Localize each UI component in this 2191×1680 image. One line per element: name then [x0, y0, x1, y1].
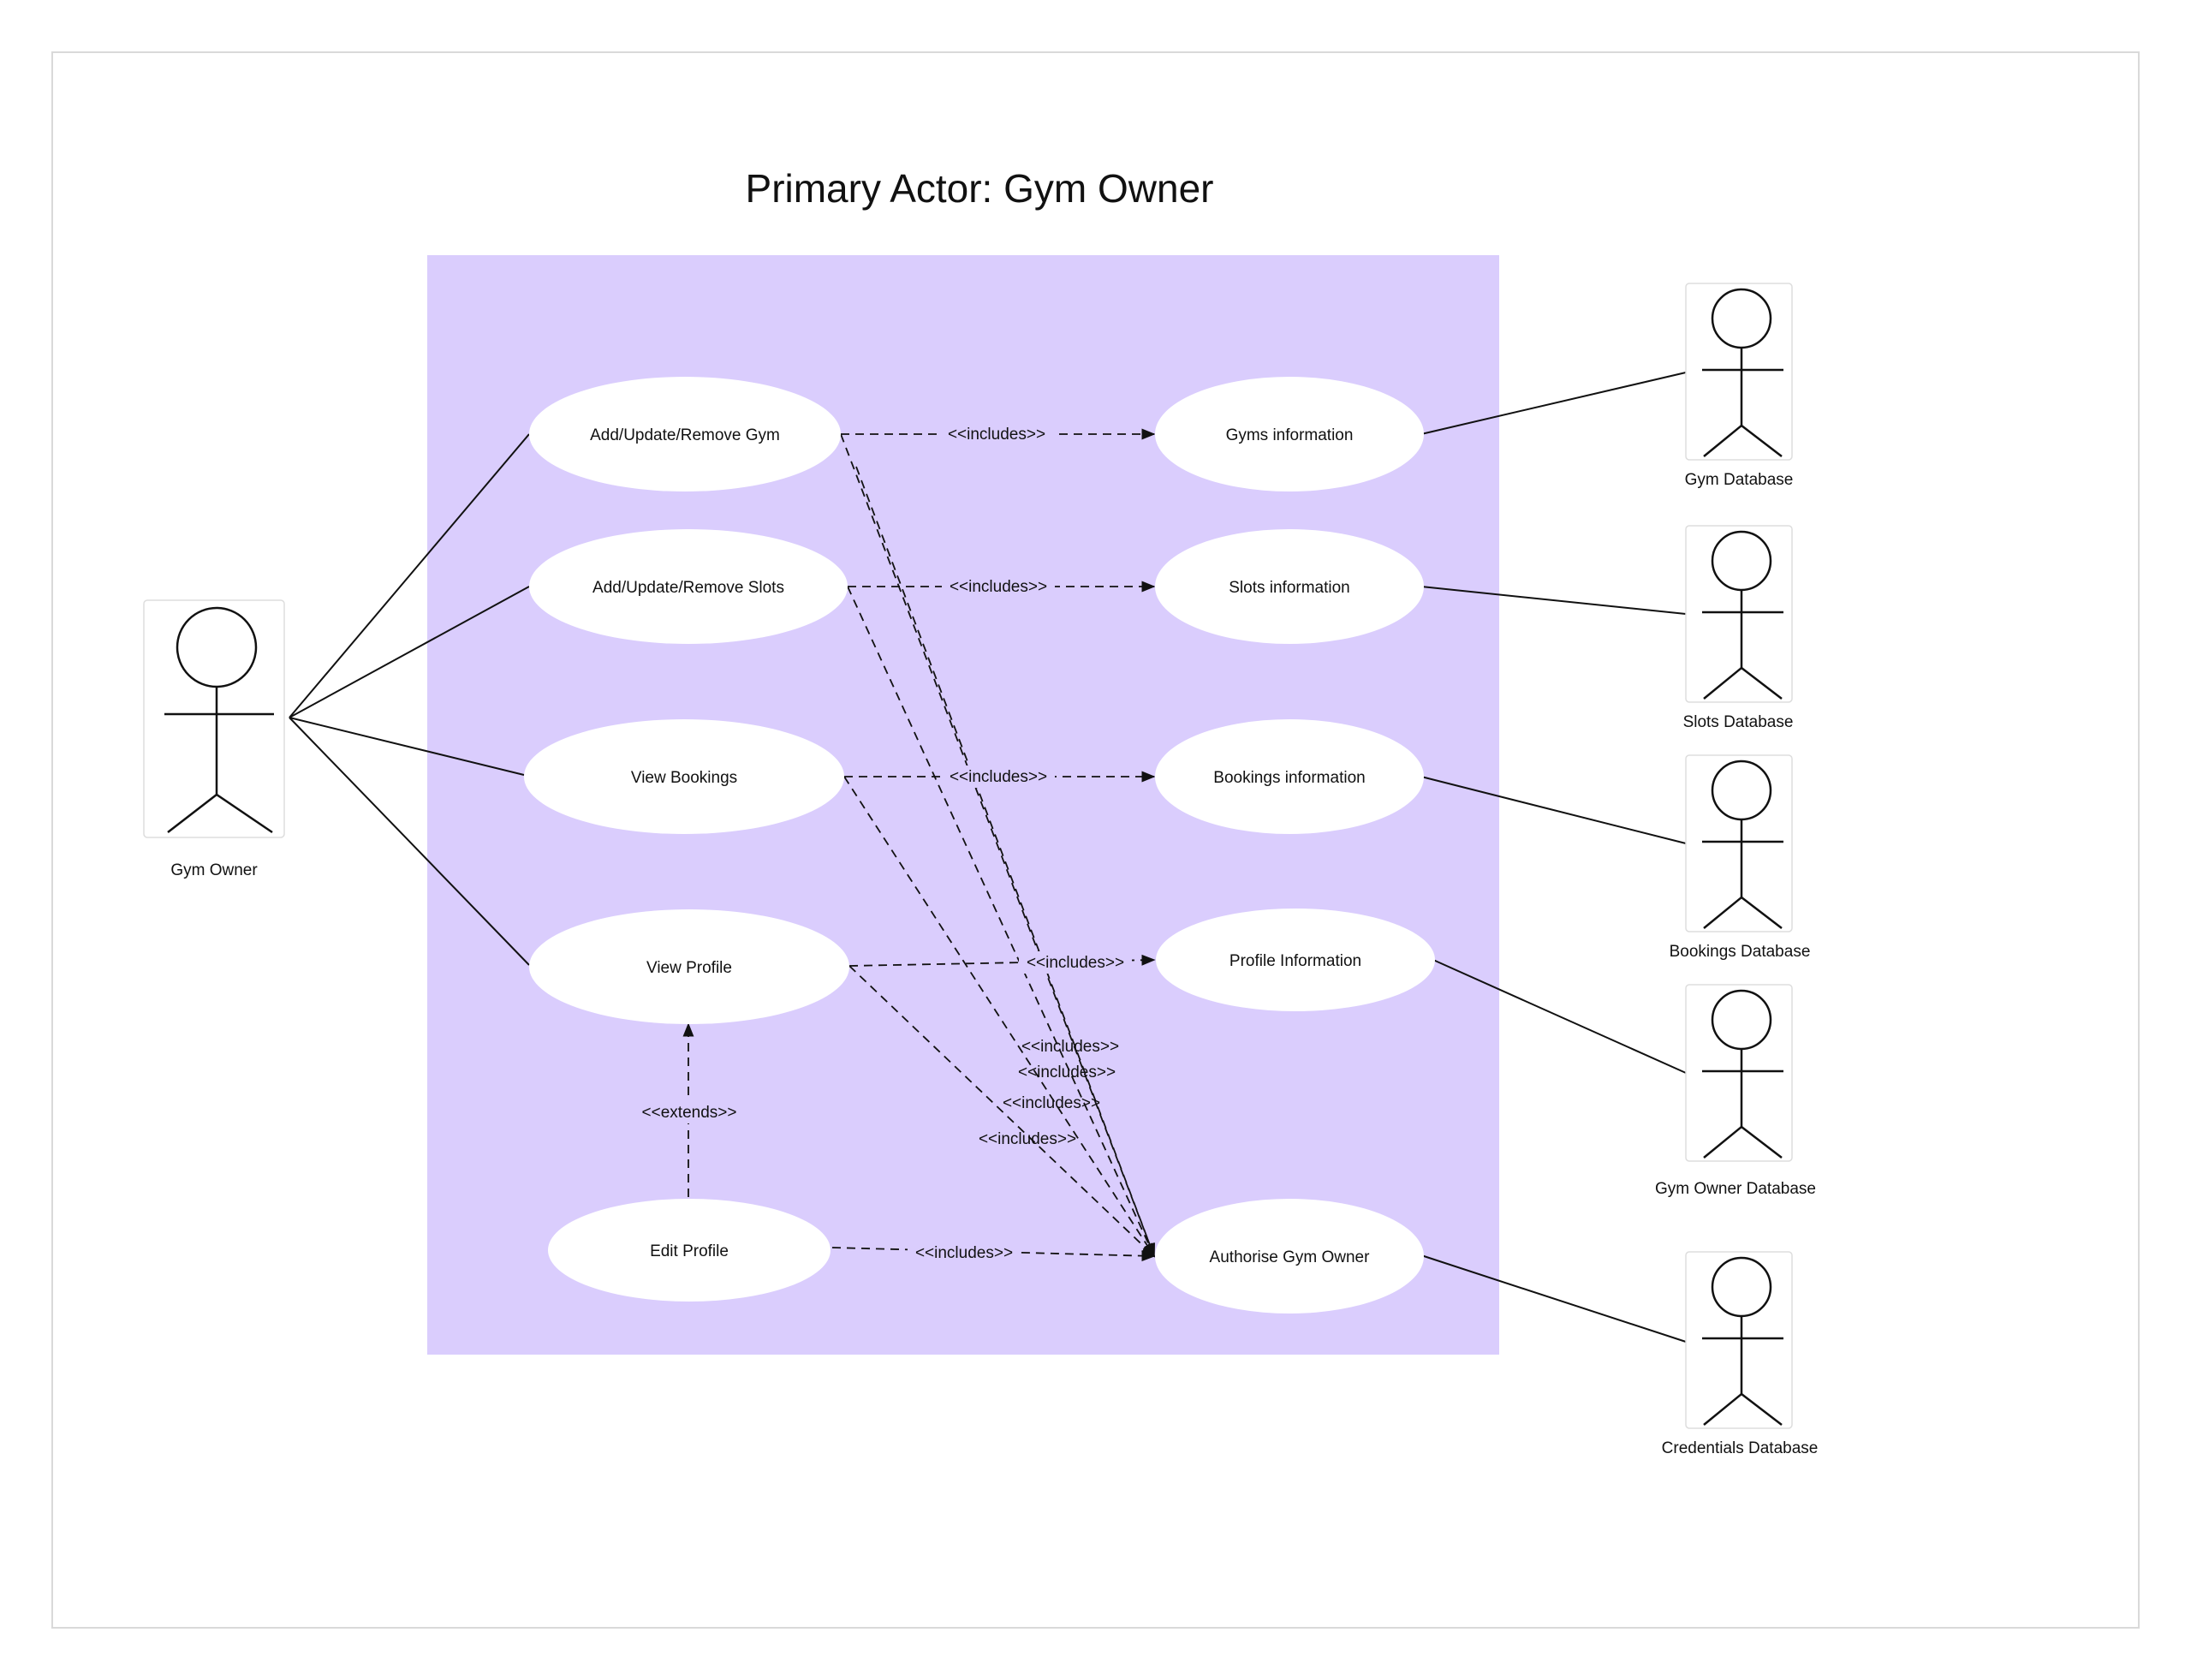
include-view-bookings-authorise [843, 776, 1155, 1258]
use-case-profile-information[interactable]: Profile Information [1156, 909, 1435, 1011]
assoc-profile-info-db [1432, 959, 1687, 1074]
use-case-authorise-gym-owner[interactable]: Authorise Gym Owner [1155, 1199, 1424, 1314]
stick-figure-icon [1702, 989, 1783, 1159]
actor-label: Slots Database [1683, 713, 1794, 731]
use-case-view-bookings[interactable]: View Bookings [524, 719, 844, 834]
include-label: <<includes>> [948, 426, 1045, 444]
use-case-label: Add/Update/Remove Gym [590, 426, 780, 444]
use-case-add-gym[interactable]: Add/Update/Remove Gym [529, 377, 841, 491]
include-label: <<includes>> [979, 1130, 1076, 1148]
use-case-slots-information[interactable]: Slots information [1155, 529, 1424, 644]
include-relations [682, 428, 1156, 1262]
include-view-profile-authorise [848, 965, 1156, 1258]
use-case-label: Edit Profile [650, 1242, 729, 1260]
actor-gym-owner-database[interactable]: Gym Owner Database [1655, 984, 1816, 1198]
use-case-edit-profile[interactable]: Edit Profile [548, 1199, 831, 1302]
assoc-owner-add-slots [289, 586, 530, 718]
include-label: <<includes>> [950, 578, 1047, 596]
use-case-view-profile[interactable]: View Profile [529, 909, 849, 1024]
include-label: <<includes>> [950, 768, 1047, 786]
relation-labels: <<includes>> <<includes>> <<includes>> <… [637, 423, 1132, 1264]
use-case-add-slots[interactable]: Add/Update/Remove Slots [529, 529, 848, 644]
actor-gym-owner[interactable]: Gym Owner [143, 599, 285, 879]
assoc-slots-info-db [1420, 586, 1687, 615]
stick-figure-icon [1702, 1256, 1783, 1426]
actor-label: Gym Database [1685, 471, 1794, 489]
actor-gym-database[interactable]: Gym Database [1685, 283, 1794, 489]
actor-label: Credentials Database [1662, 1439, 1819, 1457]
use-case-label: Add/Update/Remove Slots [592, 579, 784, 597]
include-add-gym-authorise-a [840, 433, 1155, 1258]
use-case-label: Profile Information [1229, 952, 1361, 970]
use-case-label: Gyms information [1226, 426, 1354, 444]
include-label: <<includes>> [1003, 1094, 1100, 1112]
use-case-label: View Bookings [631, 769, 737, 787]
use-case-label: Slots information [1229, 579, 1350, 597]
assoc-owner-add-gym [289, 433, 530, 718]
assoc-owner-view-bookings [289, 717, 525, 776]
include-add-slots-authorise [847, 586, 1155, 1258]
diagram-title: Primary Actor: Gym Owner [746, 166, 1214, 211]
actor-label: Gym Owner Database [1655, 1180, 1816, 1198]
actor-bookings-database[interactable]: Bookings Database [1670, 754, 1811, 961]
assoc-owner-view-profile [289, 717, 530, 966]
use-case-label: Bookings information [1213, 769, 1365, 787]
stick-figure-icon [1702, 760, 1783, 929]
stick-figure-icon [164, 606, 274, 834]
include-label: <<includes>> [915, 1244, 1013, 1262]
actor-label: Bookings Database [1670, 943, 1811, 961]
use-case-label: View Profile [646, 959, 732, 977]
stick-figure-icon [1702, 530, 1783, 700]
use-case-gyms-information[interactable]: Gyms information [1155, 377, 1424, 491]
assoc-bookings-info-db [1420, 776, 1687, 844]
include-label: <<includes>> [1018, 1063, 1116, 1081]
assoc-gyms-info-db [1420, 372, 1687, 435]
database-associations [1420, 372, 1687, 1343]
include-add-gym-authorise-b [855, 466, 1155, 1258]
extend-label: <<extends>> [642, 1104, 737, 1122]
actor-slots-database[interactable]: Slots Database [1683, 525, 1794, 731]
actor-credentials-database[interactable]: Credentials Database [1662, 1251, 1819, 1457]
include-label: <<includes>> [1027, 954, 1124, 972]
gym-owner-associations [289, 433, 530, 966]
use-case-bookings-information[interactable]: Bookings information [1155, 719, 1424, 834]
include-label: <<includes>> [1021, 1038, 1119, 1056]
stick-figure-icon [1702, 288, 1783, 457]
assoc-authorise-db [1420, 1254, 1687, 1343]
use-case-label: Authorise Gym Owner [1210, 1248, 1371, 1266]
actor-label: Gym Owner [170, 861, 258, 879]
